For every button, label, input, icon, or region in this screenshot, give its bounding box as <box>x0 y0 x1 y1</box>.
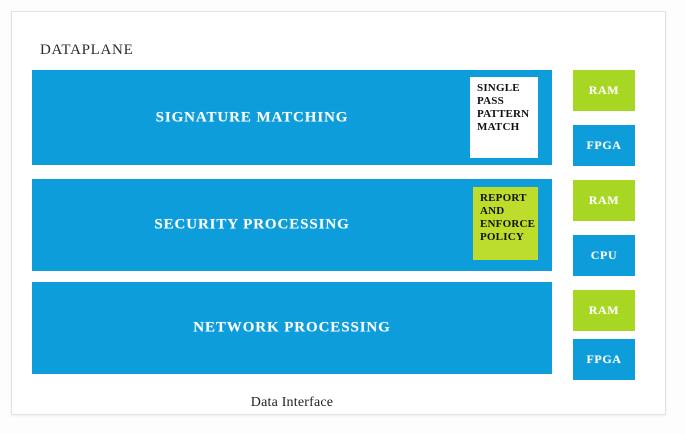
inset-line: PASS <box>477 94 504 107</box>
page-title: DATAPLANE <box>40 42 134 58</box>
stage-label: SIGNATURE MATCHING <box>155 109 349 125</box>
component-chip-fpga[interactable]: FPGA <box>573 339 635 380</box>
inset-line: SINGLE <box>477 82 520 94</box>
inset-line: ENFORCE <box>480 217 536 230</box>
inset-line: MATCH <box>477 120 520 133</box>
inset-box-report-and-enforce-policy[interactable]: REPORT AND ENFORCE POLICY <box>473 187 538 260</box>
data-interface-label: Data Interface <box>250 395 334 410</box>
inset-box-single-pass-pattern-match[interactable]: SINGLE PASS PATTERN MATCH <box>470 77 538 158</box>
inset-line: AND <box>480 204 505 217</box>
component-chip-ram[interactable]: RAM <box>573 180 635 221</box>
component-chip-ram[interactable]: RAM <box>573 70 635 111</box>
stage-label: SECURITY PROCESSING <box>154 216 350 233</box>
stage-block-signature-matching[interactable]: SIGNATURE MATCHING SINGLE PASS PATTERN M… <box>32 70 552 165</box>
stage-block-security-processing[interactable]: SECURITY PROCESSING REPORT AND ENFORCE P… <box>32 179 552 271</box>
component-chip-ram[interactable]: RAM <box>573 290 635 331</box>
stage-block-network-processing[interactable]: NETWORK PROCESSING <box>32 282 552 374</box>
dataplane-frame: DATAPLANE SIGNATURE MATCHING SINGLE PASS… <box>11 11 666 415</box>
inset-line: PATTERN <box>477 107 530 120</box>
inset-line: POLICY <box>480 230 524 243</box>
component-chip-cpu[interactable]: CPU <box>573 235 635 276</box>
inset-line: REPORT <box>480 192 527 204</box>
component-chip-fpga[interactable]: FPGA <box>573 125 635 166</box>
stage-label: NETWORK PROCESSING <box>193 319 391 336</box>
